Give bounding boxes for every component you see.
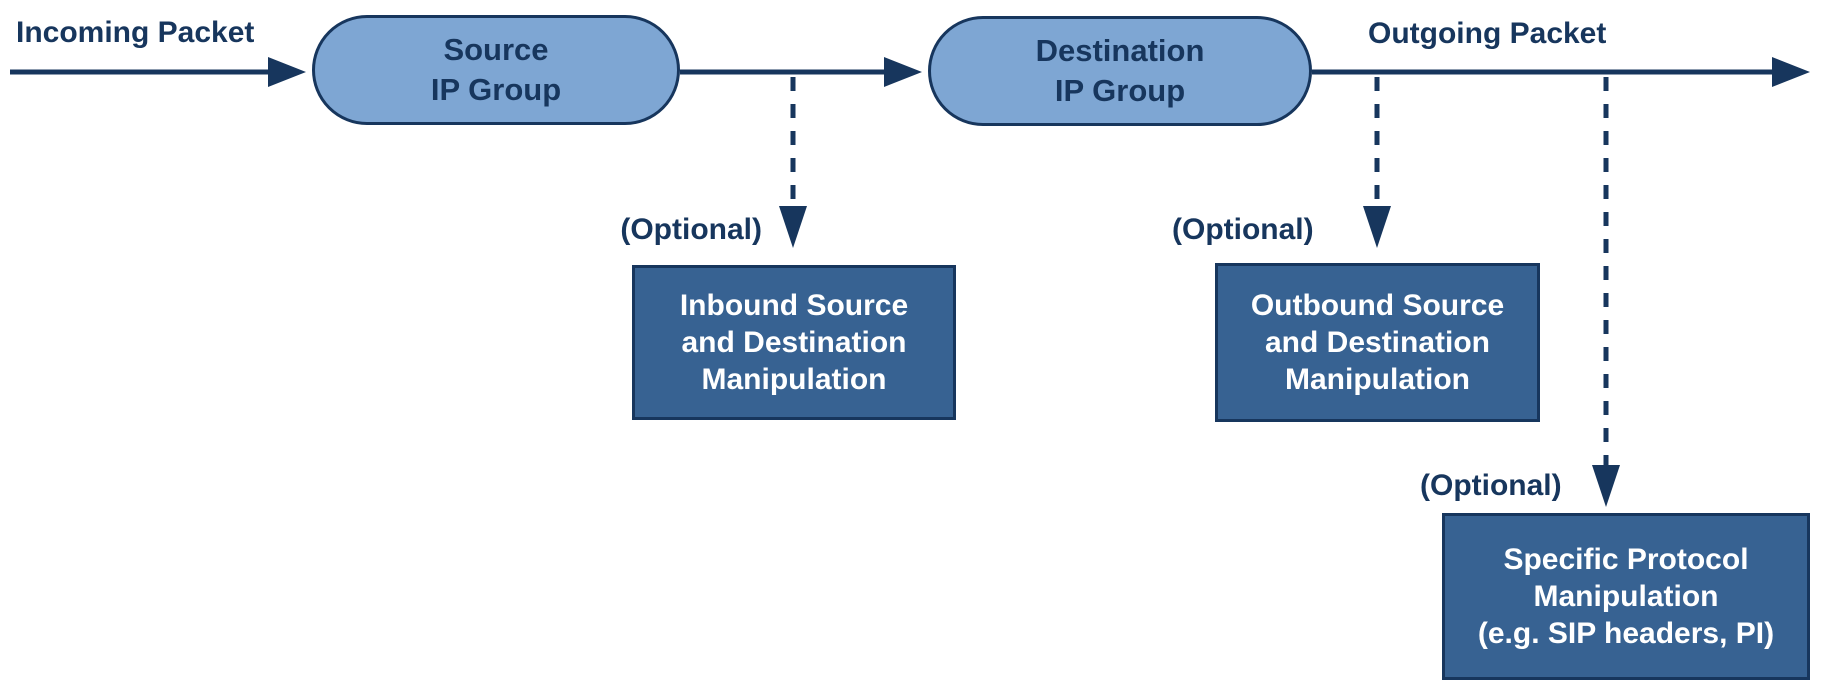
inbound-manipulation-label-line2: and Destination xyxy=(681,326,907,359)
source-ip-group-node: Source IP Group xyxy=(312,15,680,125)
destination-ip-group-node: Destination IP Group xyxy=(928,16,1312,126)
protocol-manipulation-label-line1: Specific Protocol xyxy=(1503,543,1749,576)
destination-ip-group-label-line1: Destination xyxy=(1035,33,1205,68)
outgoing-arrowhead-icon xyxy=(1772,57,1810,87)
destination-ip-group-label-line2: IP Group xyxy=(1054,73,1186,108)
optional-label-protocol: (Optional) xyxy=(1420,469,1562,502)
inbound-dashed-arrowhead-icon xyxy=(779,206,807,248)
inbound-manipulation-label-line3: Manipulation xyxy=(701,363,887,396)
protocol-manipulation-label-line2: Manipulation xyxy=(1533,580,1719,613)
optional-label-outbound: (Optional) xyxy=(1172,213,1314,246)
outgoing-packet-label: Outgoing Packet xyxy=(1368,17,1607,50)
outbound-manipulation-label-line1: Outbound Source xyxy=(1250,289,1505,322)
protocol-dashed-arrowhead-icon xyxy=(1592,465,1620,507)
incoming-packet-label: Incoming Packet xyxy=(16,16,255,49)
inbound-manipulation-node: Inbound Source and Destination Manipulat… xyxy=(632,265,956,420)
inbound-manipulation-label-line1: Inbound Source xyxy=(679,289,909,322)
source-ip-group-label-line2: IP Group xyxy=(430,72,562,107)
outbound-manipulation-label-line3: Manipulation xyxy=(1285,363,1470,396)
protocol-manipulation-label-line3: (e.g. SIP headers, PI) xyxy=(1477,617,1775,650)
outbound-manipulation-label-line2: and Destination xyxy=(1264,326,1490,359)
source-to-destination-arrowhead-icon xyxy=(884,57,922,87)
source-ip-group-label-line1: Source xyxy=(443,32,549,67)
outbound-manipulation-node: Outbound Source and Destination Manipula… xyxy=(1215,263,1540,422)
optional-label-inbound: (Optional) xyxy=(620,213,762,246)
outbound-dashed-arrowhead-icon xyxy=(1363,206,1391,248)
protocol-manipulation-node: Specific Protocol Manipulation (e.g. SIP… xyxy=(1442,513,1810,680)
incoming-arrowhead-icon xyxy=(268,57,306,87)
